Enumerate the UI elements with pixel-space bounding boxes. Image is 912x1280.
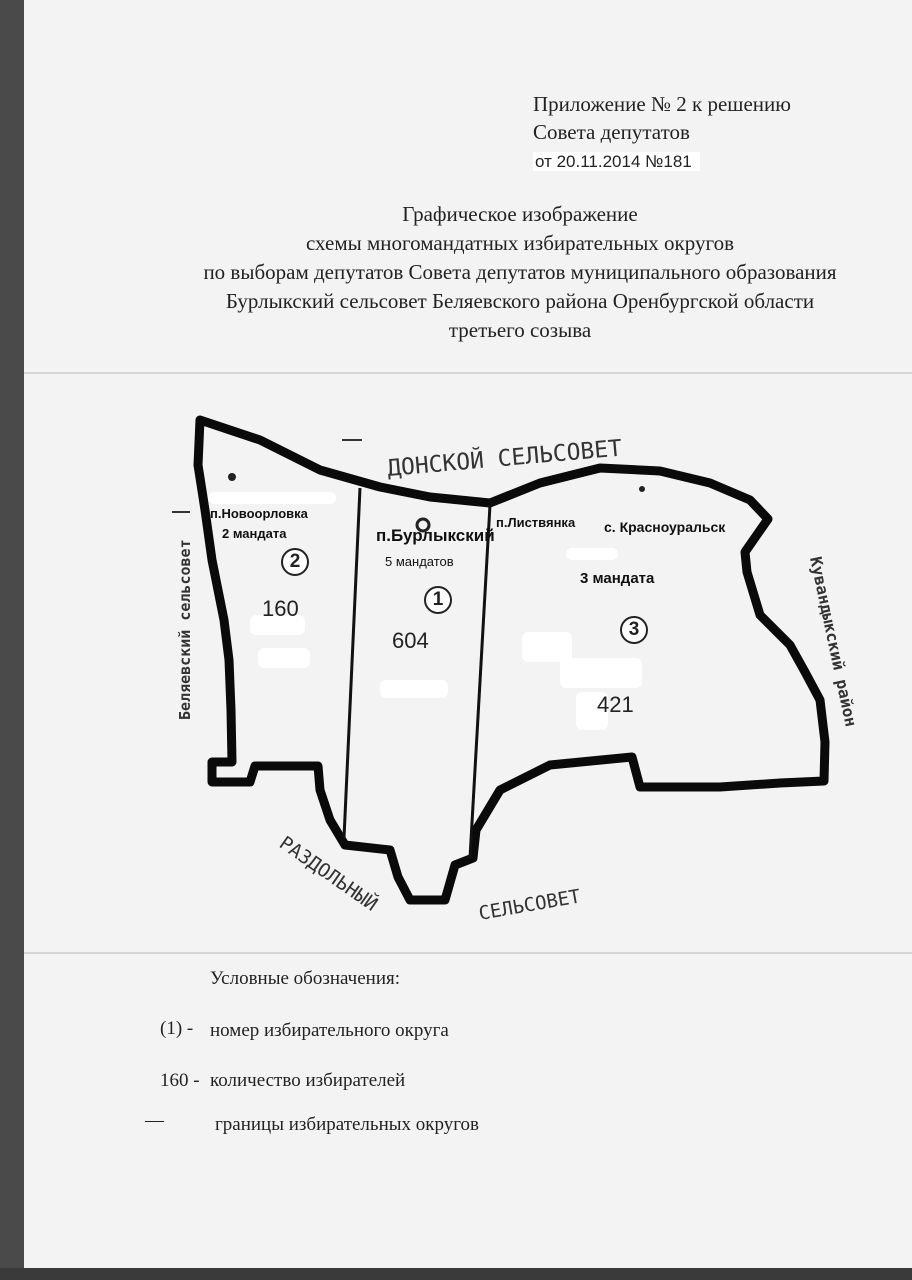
appendix-line-2: Совета депутатов xyxy=(533,120,690,144)
district-1-settlement: п.Бурлыкский xyxy=(376,526,495,545)
district-boundary-1-3 xyxy=(468,504,492,859)
erasure xyxy=(258,648,310,668)
erasure xyxy=(566,548,618,560)
erasure xyxy=(560,658,642,688)
scan-edge-left xyxy=(0,0,24,1280)
appendix-note: Приложение № 2 к решению Совета депутато… xyxy=(533,90,791,176)
title-line-5: третьего созыва xyxy=(448,318,592,342)
legend-text-number: номер избирательного округа xyxy=(210,1020,449,1041)
district-3-settlement: с. Красноуральск xyxy=(604,519,726,535)
district-3-settlement-listvyanka: п.Листвянка xyxy=(496,515,576,530)
district-1-mandates: 5 мандатов xyxy=(385,554,454,569)
document-title: Графическое изображение схемы многоманда… xyxy=(160,200,880,345)
district-3-mandates: 3 мандата xyxy=(580,570,655,587)
paper-fold xyxy=(24,372,912,374)
settlement-marker xyxy=(415,517,431,533)
scan-edge-bottom xyxy=(0,1268,912,1280)
settlement-dot xyxy=(228,473,236,481)
district-1-number: 1 xyxy=(424,586,452,614)
erasure xyxy=(522,632,572,662)
legend-symbol-number: (1) - xyxy=(160,1018,194,1039)
erasure xyxy=(208,492,336,504)
neighbor-south-label-2: СЕЛЬСОВЕТ xyxy=(477,885,582,925)
district-3-voters: 421 xyxy=(597,692,634,717)
territory-outer-boundary xyxy=(193,415,830,905)
district-2-mandates: 2 мандата xyxy=(222,526,287,541)
appendix-line-1: Приложение № 2 к решению xyxy=(533,92,791,116)
erasure xyxy=(576,692,608,730)
appendix-date: от 20.11.2014 №181 xyxy=(533,152,700,171)
legend-text-boundary: границы избирательных округов xyxy=(215,1114,480,1135)
legend-symbol-voters: 160 - xyxy=(160,1070,200,1091)
settlement-dot xyxy=(639,486,645,492)
legend-symbol-boundary: — xyxy=(145,1110,164,1131)
erasure xyxy=(380,680,448,698)
district-2-voters: 160 xyxy=(262,596,299,621)
district-2-settlement: п.Новоорловка xyxy=(210,506,308,521)
neighbor-east-label: Кувандыкский район xyxy=(806,555,861,729)
title-line-2: схемы многомандатных избирательных округ… xyxy=(306,231,734,255)
district-2-number: 2 xyxy=(281,548,309,576)
legend-text-voters: количество избирателей xyxy=(210,1070,406,1091)
paper-fold xyxy=(24,952,912,954)
district-boundary-2-1 xyxy=(342,487,362,839)
title-line-1: Графическое изображение xyxy=(402,202,638,226)
district-1-voters: 604 xyxy=(392,628,429,653)
legend-heading: Условные обозначения: xyxy=(210,968,401,989)
title-line-4: Бурлыкский сельсовет Беляевского района … xyxy=(225,289,815,313)
district-3-number: 3 xyxy=(620,616,648,644)
erasure xyxy=(250,615,305,635)
title-line-3: по выборам депутатов Совета депутатов му… xyxy=(203,260,837,284)
neighbor-west-label: Беляевский сельсовет xyxy=(176,539,194,720)
